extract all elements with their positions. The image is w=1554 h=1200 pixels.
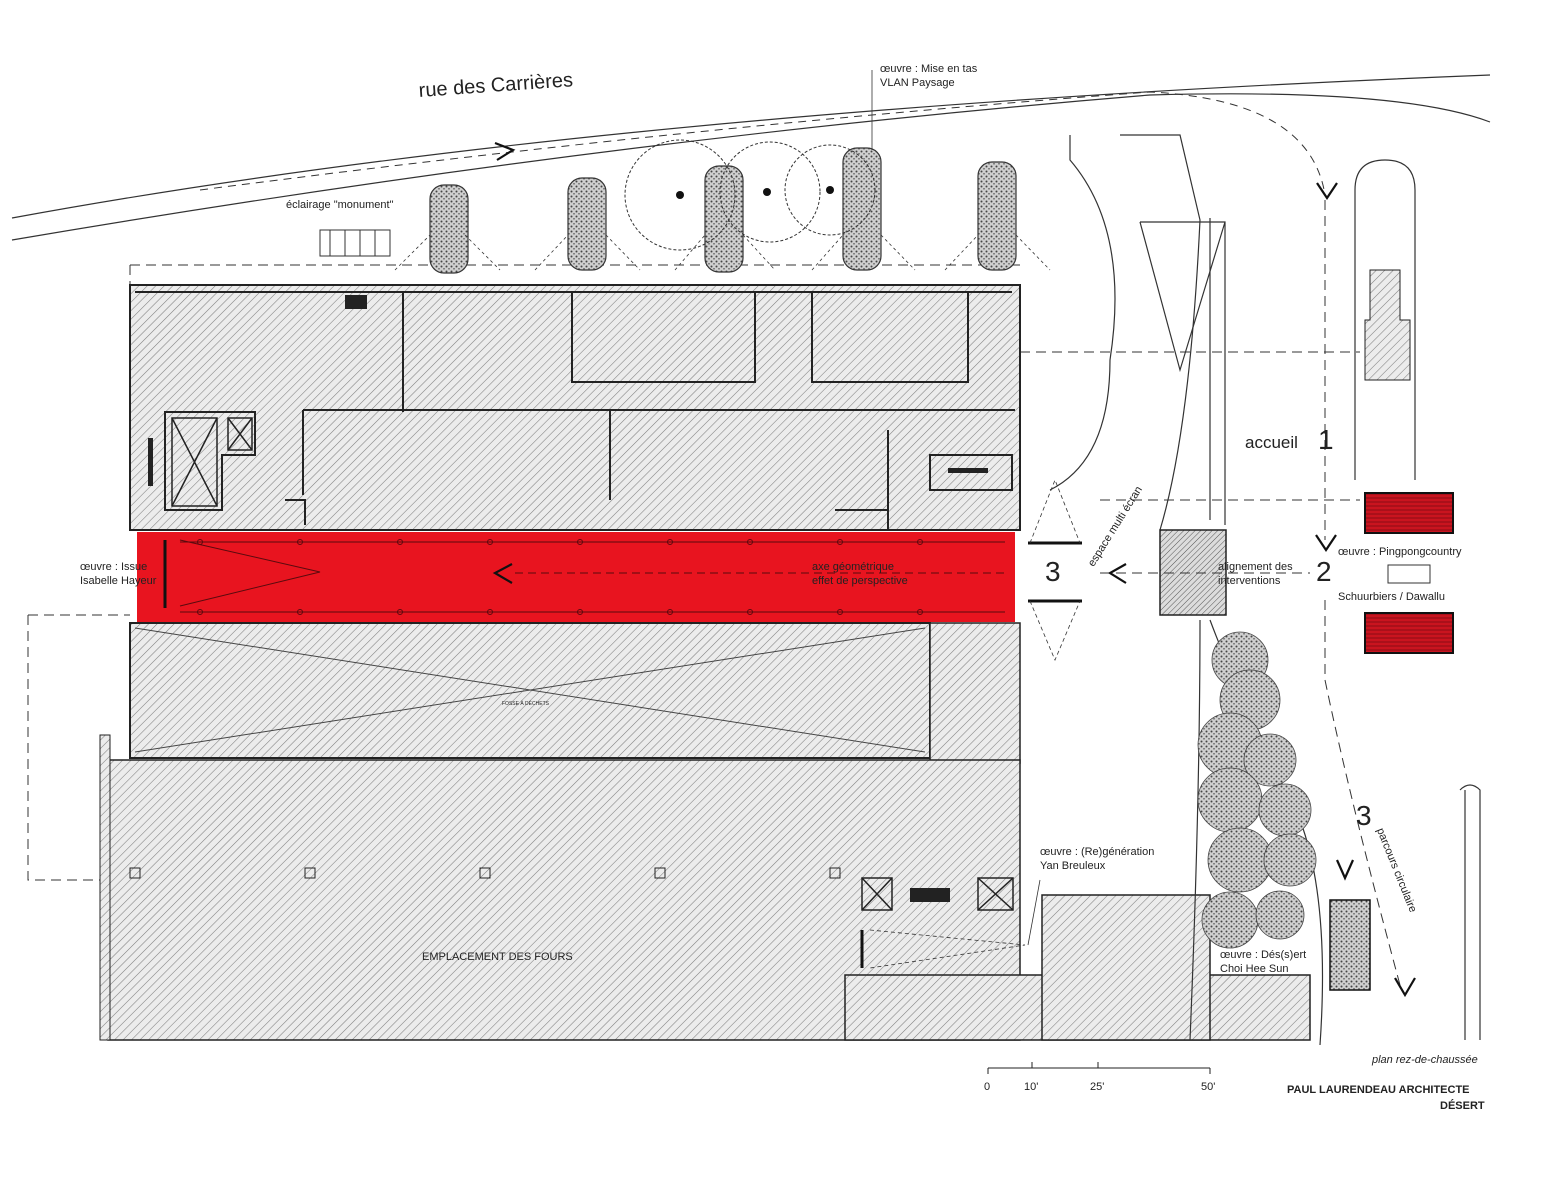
red-corridor-lines bbox=[163, 539, 1005, 613]
building-annex-east bbox=[1041, 894, 1211, 1041]
scale-0: 0 bbox=[984, 1081, 991, 1093]
marker-3-parcours: 3 bbox=[1356, 800, 1372, 831]
trees-east bbox=[1197, 631, 1317, 949]
alignement-label-2: interventions bbox=[1218, 575, 1281, 587]
oeuvre-ping-label: œuvre : Pingpongcountry bbox=[1338, 546, 1462, 558]
route-dashes bbox=[1100, 200, 1401, 986]
light-fixture bbox=[319, 229, 391, 257]
oeuvre-desert-artist: Choi Hee Sun bbox=[1220, 963, 1289, 975]
scale-25: 25' bbox=[1090, 1081, 1105, 1093]
scale-bar bbox=[987, 1062, 1211, 1074]
street-edges bbox=[11, 74, 1491, 241]
leader-lines bbox=[871, 70, 1041, 946]
axe-label-2: effet de perspective bbox=[812, 575, 908, 587]
interior-walls bbox=[135, 291, 1015, 530]
oeuvre-regen-artist: Yan Breuleux bbox=[1040, 860, 1106, 872]
table-element bbox=[1387, 564, 1431, 584]
oeuvre-ping-artist: Schuurbiers / Dawallu bbox=[1338, 591, 1445, 603]
pavilion-north bbox=[1364, 492, 1454, 534]
building-east-stair bbox=[929, 622, 1021, 764]
projection-cones bbox=[869, 478, 1081, 969]
building-west-strip bbox=[99, 734, 111, 1041]
alignement-label-1: alignement des bbox=[1218, 561, 1293, 573]
red-corridor-dots bbox=[197, 539, 923, 615]
desert-planter bbox=[1329, 899, 1371, 991]
project-name: DÉSERT bbox=[1440, 1100, 1485, 1112]
light-beams bbox=[394, 234, 1051, 271]
building-north-wing bbox=[129, 284, 1021, 531]
fosse-cross bbox=[134, 627, 926, 753]
columns bbox=[129, 867, 841, 879]
architect-name: PAUL LAURENDEAU ARCHITECTE bbox=[1287, 1084, 1470, 1096]
elevator-boxes bbox=[171, 417, 1014, 911]
oeuvre-regen-label: œuvre : (Re)génération bbox=[1040, 846, 1155, 858]
fours-label: EMPLACEMENT DES FOURS bbox=[422, 951, 573, 963]
screens bbox=[860, 541, 1082, 968]
street-planters bbox=[429, 147, 1017, 274]
red-axis-corridor bbox=[137, 532, 1015, 622]
accueil-label: accueil bbox=[1245, 433, 1298, 452]
eclairage-label: éclairage "monument" bbox=[286, 199, 394, 211]
street-dashed-line bbox=[199, 91, 1326, 196]
scale-50: 50' bbox=[1201, 1081, 1216, 1093]
oeuvre-issue-label: œuvre : Issue bbox=[80, 561, 148, 573]
oeuvre-mise-en-tas-label: œuvre : Mise en tas bbox=[880, 63, 978, 75]
marker-3-axis: 3 bbox=[1045, 556, 1061, 587]
plan-title: plan rez-de-chaussée bbox=[1372, 1054, 1478, 1066]
axe-label-1: axe géométrique bbox=[812, 561, 894, 573]
fosse-label: FOSSE À DÉCHETS bbox=[502, 701, 549, 707]
pavilion-south bbox=[1364, 612, 1454, 654]
oeuvre-mise-en-tas-artist: VLAN Paysage bbox=[880, 77, 955, 89]
stairs bbox=[148, 295, 988, 902]
marker-2: 2 bbox=[1316, 556, 1332, 587]
marker-1: 1 bbox=[1318, 424, 1334, 455]
scale-10: 10' bbox=[1024, 1081, 1039, 1093]
kiosk bbox=[1364, 269, 1411, 381]
route-arrows bbox=[492, 141, 1416, 998]
oeuvre-desert-label: œuvre : Dés(s)ert bbox=[1220, 949, 1307, 961]
tree-trunks bbox=[676, 186, 834, 199]
tree-canopies bbox=[624, 139, 876, 251]
oeuvre-issue-artist: Isabelle Hayeur bbox=[80, 575, 157, 587]
